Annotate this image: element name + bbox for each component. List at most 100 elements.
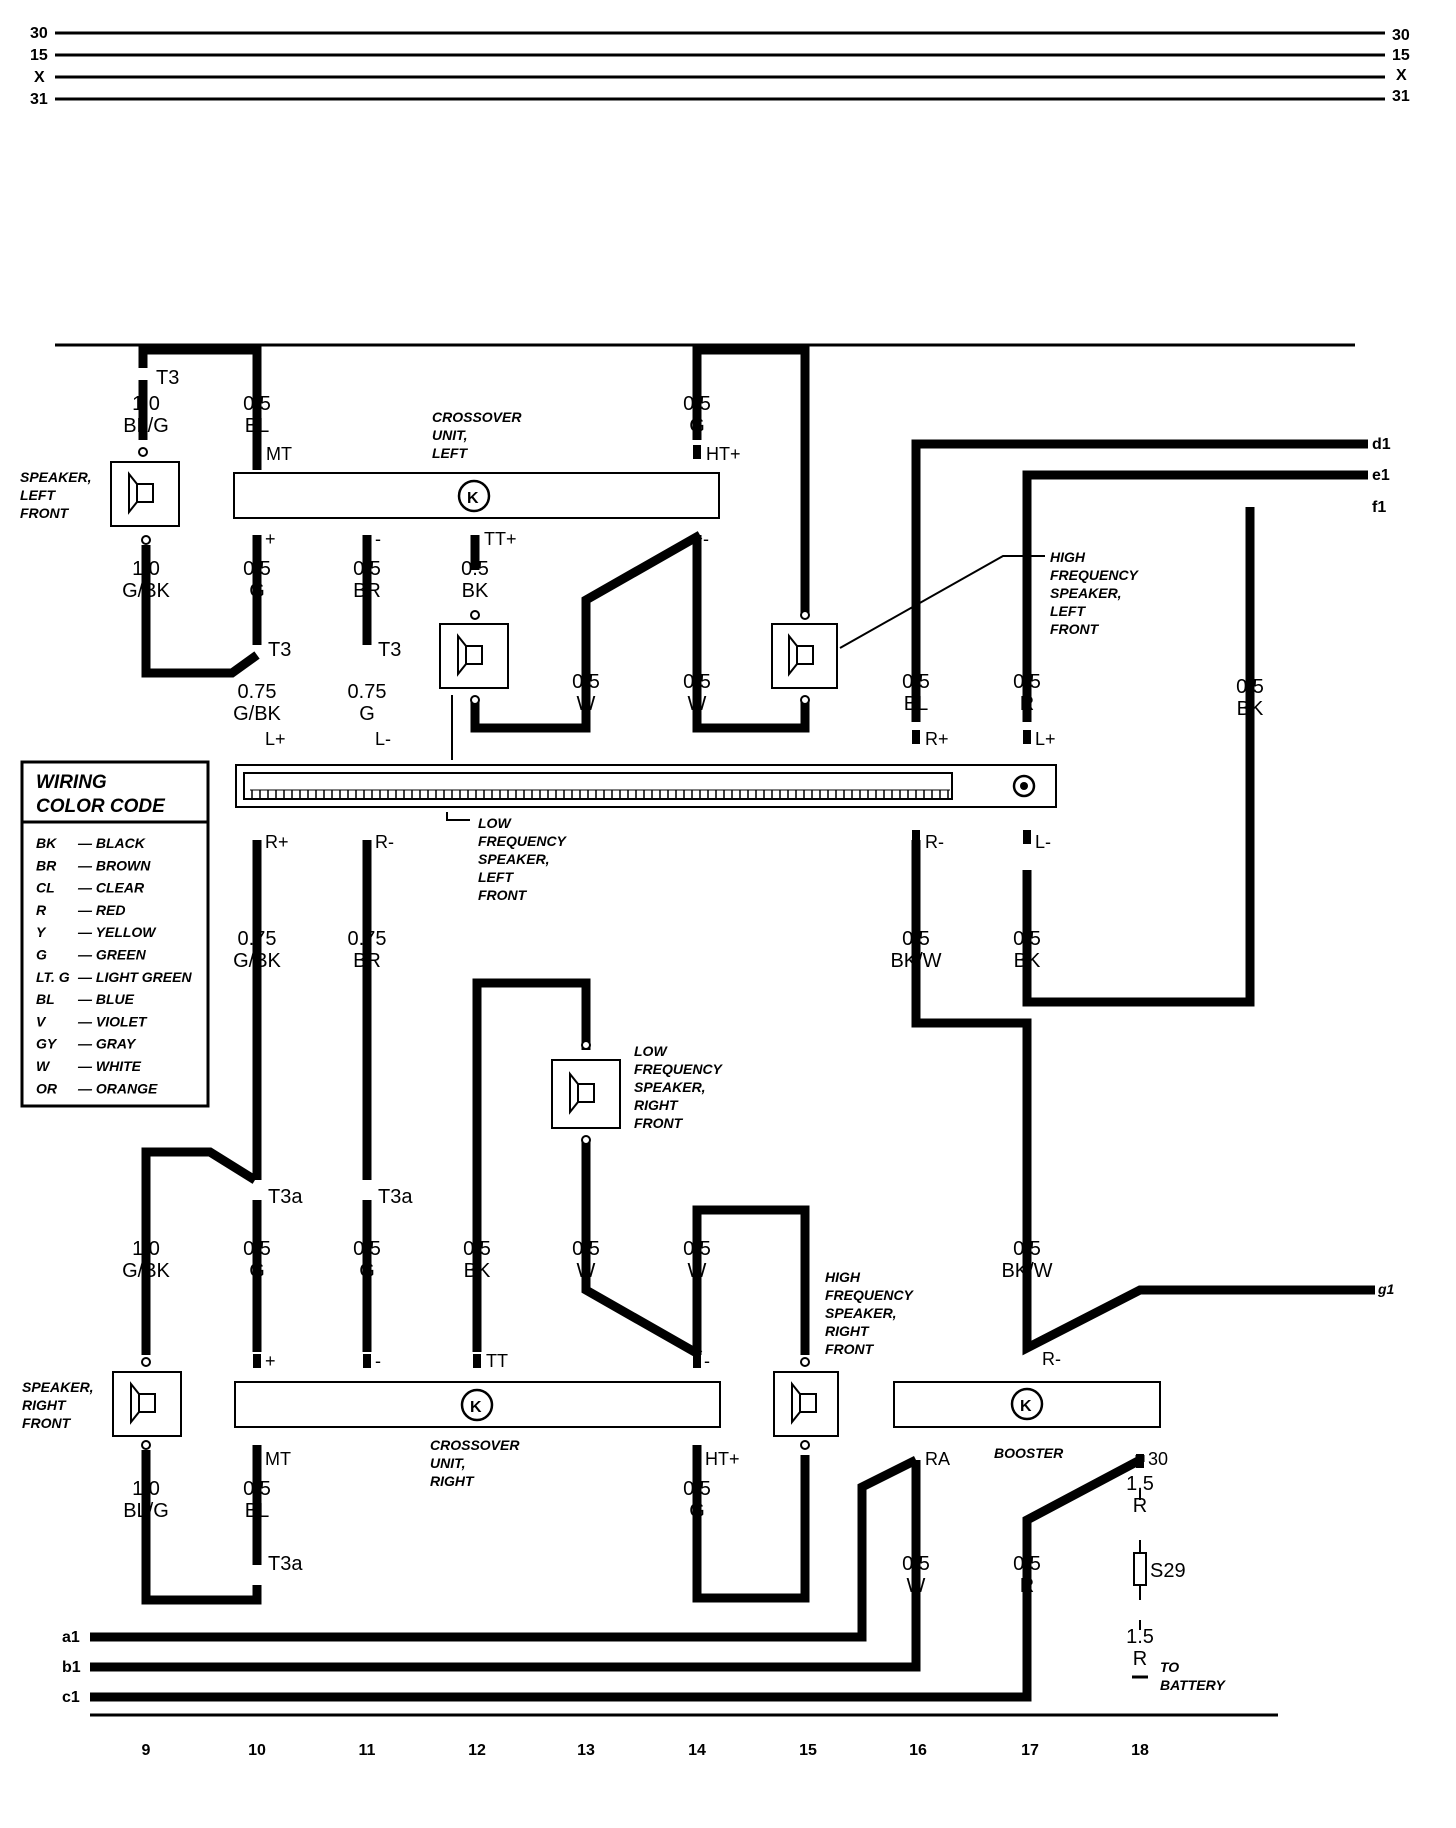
svg-text:HT+: HT+ <box>705 1449 740 1469</box>
svg-text:SPEAKER,: SPEAKER, <box>825 1305 897 1321</box>
wire-label-w15-size: 0.75 <box>238 928 277 950</box>
svg-text:-: - <box>375 1351 381 1371</box>
svg-text:LEFT: LEFT <box>1050 603 1086 619</box>
wire-label-w12-size: 0.5 <box>902 671 930 693</box>
wire-label-w15-color: G/BK <box>233 950 281 972</box>
svg-text:FRONT: FRONT <box>634 1115 684 1131</box>
svg-text:WIRING: WIRING <box>36 772 107 793</box>
wire-label-w1-color: BL/G <box>123 415 169 437</box>
svg-text:RIGHT: RIGHT <box>825 1323 870 1339</box>
legend-color-name: — WHITE <box>77 1058 142 1074</box>
svg-text:FRONT: FRONT <box>22 1415 72 1431</box>
svg-text:UNIT,: UNIT, <box>432 427 468 443</box>
wire-label-w22-color: BK <box>464 1260 491 1282</box>
wire-label-w25-size: 0.5 <box>1013 1238 1041 1260</box>
wire-label-w1-size: 1.0 <box>132 393 160 415</box>
svg-text:HIGH: HIGH <box>825 1269 861 1285</box>
wire-label-w28-color: G <box>689 1500 705 1522</box>
svg-text:L+: L+ <box>265 729 286 749</box>
svg-text:RIGHT: RIGHT <box>430 1473 475 1489</box>
svg-text:LEFT: LEFT <box>432 445 468 461</box>
wire-label-w10-size: 0.5 <box>572 671 600 693</box>
svg-text:SPEAKER,: SPEAKER, <box>20 469 92 485</box>
legend-code: CL <box>36 880 55 896</box>
svg-text:K: K <box>470 1399 482 1416</box>
position-number: 18 <box>1131 1742 1149 1759</box>
wire-label-w31-size: 1.5 <box>1126 1473 1154 1495</box>
svg-text:R+: R+ <box>925 729 949 749</box>
crossover-unit-left: K CROSSOVER UNIT, LEFT <box>233 409 720 519</box>
wire-label-w10-color: W <box>577 693 596 715</box>
legend-color-name: — GREEN <box>77 947 147 963</box>
legend-color-name: — RED <box>77 902 125 918</box>
wire-label-w29-color: W <box>907 1575 926 1597</box>
legend-code: OR <box>36 1080 58 1096</box>
svg-text:FREQUENCY: FREQUENCY <box>1050 567 1140 583</box>
reference-labels: d1 e1 f1 g1 a1 b1 c1 <box>62 436 1395 1706</box>
svg-text:RIGHT: RIGHT <box>634 1097 679 1113</box>
svg-text:+: + <box>265 1351 276 1371</box>
legend-code: BL <box>36 991 55 1007</box>
wire-label-w18-color: BK <box>1014 950 1041 972</box>
wire-label-w16-color: BR <box>353 950 381 972</box>
svg-text:LOW: LOW <box>634 1043 668 1059</box>
legend-color-name: — GRAY <box>77 1036 137 1052</box>
wire-label-w19-color: G/BK <box>122 1260 170 1282</box>
terminals <box>138 445 1144 1468</box>
rail-15-label-right: 15 <box>1392 47 1410 64</box>
wire-label-w6-size: 0.5 <box>353 558 381 580</box>
svg-text:HIGH: HIGH <box>1050 549 1086 565</box>
low-frequency-speaker-left-bar: LOW FREQUENCY SPEAKER, LEFT FRONT <box>235 695 1057 903</box>
svg-text:d1: d1 <box>1372 436 1391 453</box>
wire-label-w17-color: BK/W <box>890 950 941 972</box>
svg-text:BATTERY: BATTERY <box>1160 1677 1226 1693</box>
svg-text:T3a: T3a <box>378 1186 413 1208</box>
position-number: 14 <box>688 1742 706 1759</box>
wire-label-w13-size: 0.5 <box>1013 671 1041 693</box>
high-frequency-speaker-left-front: HIGH FREQUENCY SPEAKER, LEFT FRONT <box>771 549 1140 689</box>
svg-text:COLOR CODE: COLOR CODE <box>36 796 166 817</box>
wire-label-w4-color: G/BK <box>122 580 170 602</box>
svg-text:SPEAKER,: SPEAKER, <box>478 851 550 867</box>
svg-text:T3: T3 <box>378 639 401 661</box>
wire-label-w27-size: 0.5 <box>243 1478 271 1500</box>
speaker-tt-left <box>439 623 509 689</box>
svg-text:RA: RA <box>925 1449 950 1469</box>
svg-text:TT: TT <box>486 1351 508 1371</box>
svg-text:LEFT: LEFT <box>20 487 56 503</box>
legend-code: V <box>36 1013 47 1029</box>
wire-label-w28-size: 0.5 <box>683 1478 711 1500</box>
wire-label-w31-color: R <box>1133 1495 1147 1517</box>
svg-text:-: - <box>704 1351 710 1371</box>
svg-text:TT+: TT+ <box>484 529 517 549</box>
legend-code: G <box>36 947 47 963</box>
svg-text:R+: R+ <box>265 832 289 852</box>
rail-15-label-left: 15 <box>30 47 48 64</box>
position-number: 16 <box>909 1742 927 1759</box>
svg-text:e1: e1 <box>1372 467 1390 484</box>
wire-label-w23-color: W <box>577 1260 596 1282</box>
svg-text:CROSSOVER: CROSSOVER <box>432 409 522 425</box>
pin-labels: MT HT+ + - TT+ - L+ L- R+ L+ R+ R- R- L-… <box>265 444 1168 1469</box>
speaker-right-front: SPEAKER, RIGHT FRONT <box>22 1371 182 1437</box>
svg-text:SPEAKER,: SPEAKER, <box>22 1379 94 1395</box>
svg-text:UNIT,: UNIT, <box>430 1455 466 1471</box>
wire-label-w6-color: BR <box>353 580 381 602</box>
legend-color-name: — BROWN <box>77 857 151 873</box>
svg-text:+: + <box>265 529 276 549</box>
legend-code: LT. G <box>36 969 70 985</box>
crossover-unit-right: K CROSSOVER UNIT, RIGHT <box>234 1381 721 1489</box>
legend-code: BR <box>36 857 57 873</box>
legend-color-name: — VIOLET <box>77 1013 148 1029</box>
wire-labels: 1.0BL/G0.5BL0.5G1.0G/BK0.5G0.5BR0.5BK0.7… <box>122 393 1264 1670</box>
wires <box>90 345 1375 1702</box>
wire-label-w26-size: 1.0 <box>132 1478 160 1500</box>
wire-label-w14-color: BK <box>1237 698 1264 720</box>
speaker-left-front: SPEAKER, LEFT FRONT <box>20 461 180 527</box>
legend-color-name: — ORANGE <box>77 1080 158 1096</box>
legend-color-name: — CLEAR <box>77 880 145 896</box>
connector-labels: T3 T3 T3 T3a T3a T3a <box>156 367 413 1575</box>
svg-text:FRONT: FRONT <box>20 505 70 521</box>
wire-label-w5-color: G <box>249 580 265 602</box>
